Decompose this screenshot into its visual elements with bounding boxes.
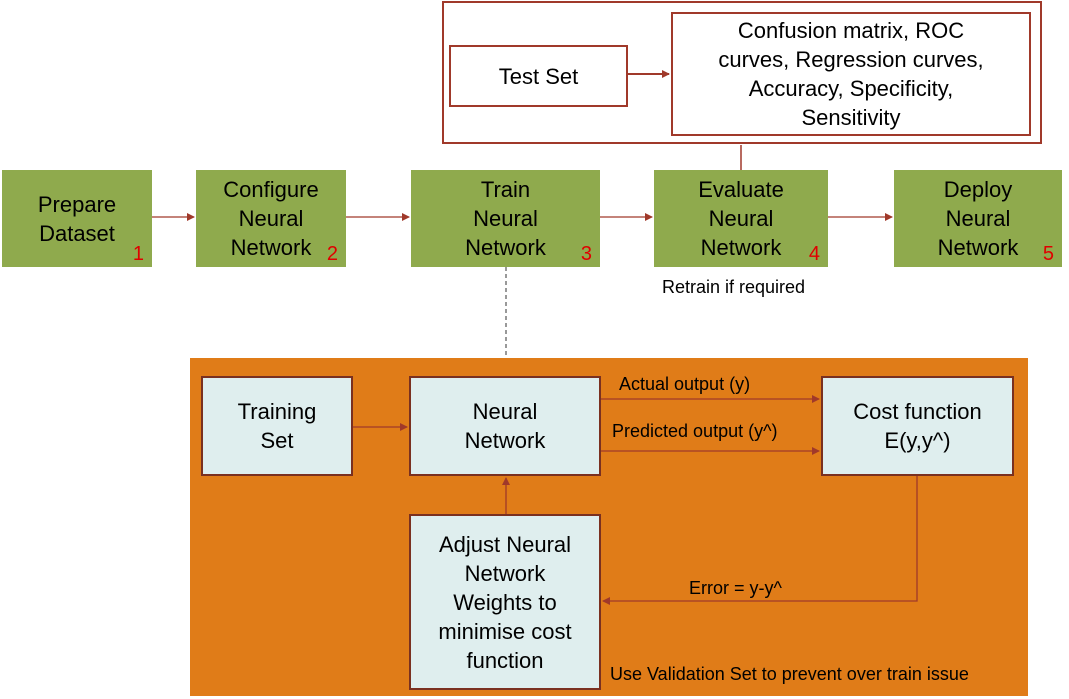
cost-function-box: Cost function E(y,y^): [821, 376, 1014, 476]
metrics-line: curves, Regression curves,: [718, 47, 984, 72]
evaluation-details-frame: [442, 1, 1042, 144]
box-label-line: Weights to: [453, 589, 557, 615]
step-label-line: Dataset: [39, 220, 115, 246]
metrics-line: Accuracy, Specificity,: [748, 76, 954, 101]
step-number: 4: [808, 243, 820, 265]
box-label-line: minimise cost: [438, 618, 572, 644]
step-prepare-dataset: Prepare Dataset 1: [2, 170, 152, 267]
box-label-line: Network: [464, 560, 546, 586]
step-deploy-network: Deploy Neural Network 5: [894, 170, 1062, 267]
box-label-line: Network: [464, 428, 546, 453]
step-label-line: Evaluate: [698, 177, 784, 202]
box-label-line: Neural: [472, 399, 538, 424]
box-label-line: E(y,y^): [884, 428, 951, 453]
step-label-line: Prepare: [37, 191, 117, 217]
step-number: 3: [580, 243, 592, 265]
step-label-line: Network: [937, 235, 1019, 260]
training-set-box: Training Set: [201, 376, 353, 476]
step-label-line: Network: [700, 235, 782, 260]
test-set-label: Test Set: [498, 63, 579, 89]
step-label-line: Network: [230, 235, 312, 260]
error-label: Error = y-y^: [689, 578, 782, 598]
actual-output-label: Actual output (y): [619, 374, 751, 394]
step-label-line: Neural: [708, 206, 774, 231]
box-label-line: Adjust Neural: [438, 531, 572, 557]
step-label-line: Neural: [473, 206, 538, 231]
step-label-line: Neural: [238, 206, 304, 231]
step-label-line: Neural: [945, 206, 1011, 231]
step-label-line: Network: [465, 235, 546, 260]
retrain-note: Retrain if required: [662, 277, 806, 297]
step-number: 2: [326, 243, 338, 265]
test-set-box: Test Set: [449, 45, 628, 107]
box-label-line: Cost function: [853, 399, 982, 424]
adjust-weights-box: Adjust Neural Network Weights to minimis…: [409, 514, 601, 690]
step-label-line: Train: [480, 177, 531, 202]
metrics-line: Confusion matrix, ROC: [737, 18, 965, 43]
validation-note: Use Validation Set to prevent over train…: [610, 664, 969, 684]
step-label-line: Deploy: [943, 177, 1013, 202]
step-number: 5: [1042, 243, 1054, 265]
step-label-line: Configure: [223, 177, 319, 202]
step-number: 1: [132, 243, 144, 265]
box-label-line: Set: [260, 428, 294, 453]
predicted-output-label: Predicted output (y^): [612, 421, 778, 441]
metrics-box: Confusion matrix, ROC curves, Regression…: [671, 12, 1031, 136]
metrics-line: Sensitivity: [801, 105, 901, 130]
neural-network-box: Neural Network: [409, 376, 601, 476]
box-label-line: Training: [237, 399, 317, 424]
step-configure-network: Configure Neural Network 2: [196, 170, 346, 267]
step-train-network: Train Neural Network 3: [411, 170, 600, 267]
step-evaluate-network: Evaluate Neural Network 4: [654, 170, 828, 267]
box-label-line: function: [466, 647, 544, 673]
